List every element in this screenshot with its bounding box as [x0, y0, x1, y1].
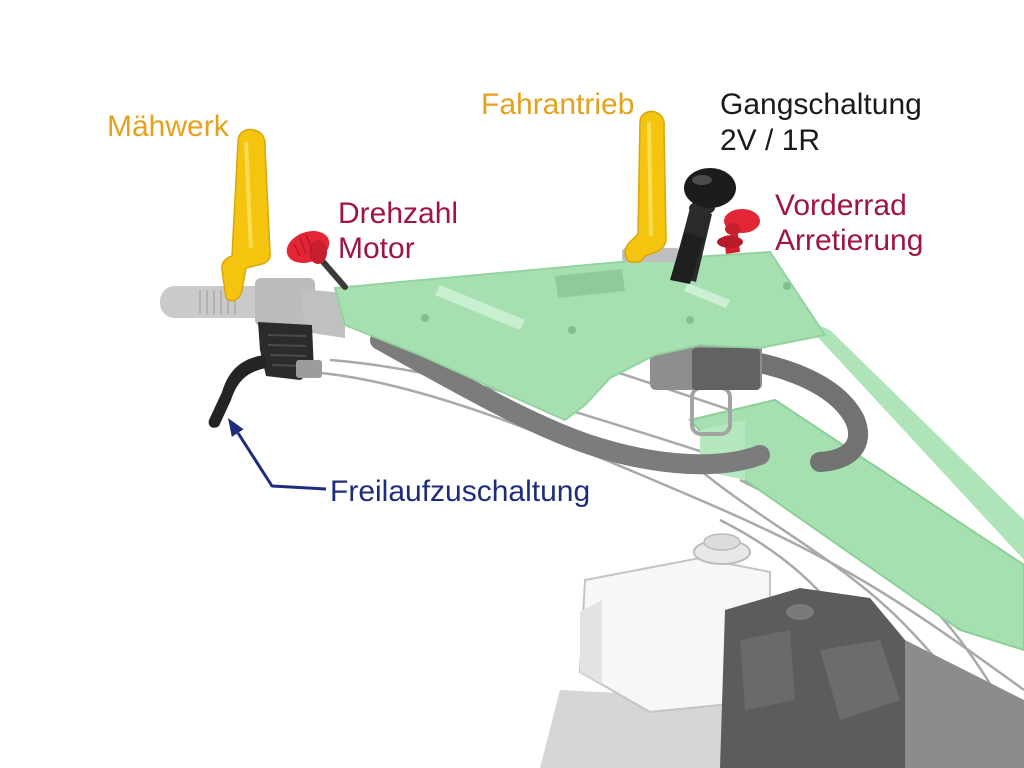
- label-mower: Mähwerk: [107, 109, 229, 145]
- handle-grip: [160, 286, 272, 318]
- callout-arrow-line: [236, 432, 327, 491]
- mower-lever-highlight: [244, 141, 253, 249]
- engine-detail: [740, 630, 795, 710]
- bracket-rib: [269, 354, 307, 357]
- label-engine-speed-line1: Drehzahl: [338, 197, 459, 230]
- engine-side: [905, 640, 1024, 768]
- label-mower-text: Mähwerk: [107, 110, 229, 143]
- gear-shift-lever: [670, 168, 736, 284]
- engine-base: [540, 690, 760, 768]
- plate-screw: [568, 326, 576, 334]
- label-engine-speed-line2: Motor: [338, 232, 415, 265]
- frame-band: [800, 318, 1024, 560]
- label-front-wheel-lock-line1: Vorderrad: [775, 189, 907, 222]
- control-plate: [333, 250, 827, 422]
- bracket-rib: [267, 334, 307, 337]
- engine-housing-side: [580, 600, 602, 684]
- label-gear-shift: Gangschaltung 2V / 1R: [720, 87, 922, 159]
- mower-lever-body: [221, 128, 271, 302]
- plate-slot: [435, 285, 525, 330]
- drive-lever-highlight: [647, 121, 653, 237]
- label-gear-shift-line2: 2V / 1R: [720, 124, 821, 157]
- wheel-lock-ring: [717, 236, 743, 248]
- knob-ridge: [293, 243, 301, 257]
- label-gear-shift-line1: Gangschaltung: [720, 88, 922, 121]
- label-front-wheel-lock: Vorderrad Arretierung: [775, 188, 923, 258]
- gear-shift-knob: [684, 168, 736, 208]
- plate-screw: [686, 316, 694, 324]
- freewheel-handle: [208, 355, 266, 428]
- callout-arrow: [228, 418, 327, 491]
- label-drive-text: Fahrantrieb: [481, 88, 635, 121]
- engine-block: [720, 588, 905, 768]
- handle-tube-right: [735, 350, 869, 472]
- speed-knob-cap: [309, 240, 327, 264]
- gear-shift-knob-highlight: [692, 175, 712, 185]
- engine-detail: [820, 640, 900, 720]
- freewheel-cable-mount: [296, 360, 322, 378]
- label-front-wheel-lock-line2: Arretierung: [775, 224, 924, 257]
- wheel-lock-cap: [725, 223, 741, 235]
- label-engine-speed: Drehzahl Motor: [338, 196, 458, 266]
- front-wheel-lock-knob: [717, 209, 760, 254]
- speed-knob-ridges: [293, 234, 313, 257]
- handle-tube-left: [370, 330, 770, 475]
- fuel-cap-top: [703, 533, 741, 551]
- knob-ridge: [299, 237, 307, 255]
- freewheel-lever: [208, 322, 322, 428]
- plate-logo-badge: [555, 269, 625, 298]
- engine: [540, 533, 1024, 768]
- gear-housing-dark: [692, 348, 760, 390]
- cable: [309, 370, 1024, 692]
- plate-screw: [421, 314, 429, 322]
- knob-ridge: [305, 234, 313, 251]
- mower-lever: [221, 128, 271, 302]
- drive-lever: [622, 110, 680, 263]
- engine-detail: [786, 604, 814, 620]
- handle-tubes: [370, 330, 869, 475]
- drive-lever-body: [624, 110, 667, 263]
- plate-screw: [783, 282, 791, 290]
- label-freewheel: Freilaufzuschaltung: [330, 474, 590, 510]
- bracket-rib: [267, 344, 307, 347]
- label-drive: Fahrantrieb: [481, 87, 634, 123]
- label-freewheel-text: Freilaufzuschaltung: [330, 475, 591, 508]
- bracket-ribs: [267, 334, 307, 367]
- gear-gate-slot: [684, 283, 730, 308]
- callout-arrow-head: [228, 418, 244, 437]
- engine-speed-knob: [286, 231, 348, 290]
- gear-shift-boot: [670, 232, 704, 284]
